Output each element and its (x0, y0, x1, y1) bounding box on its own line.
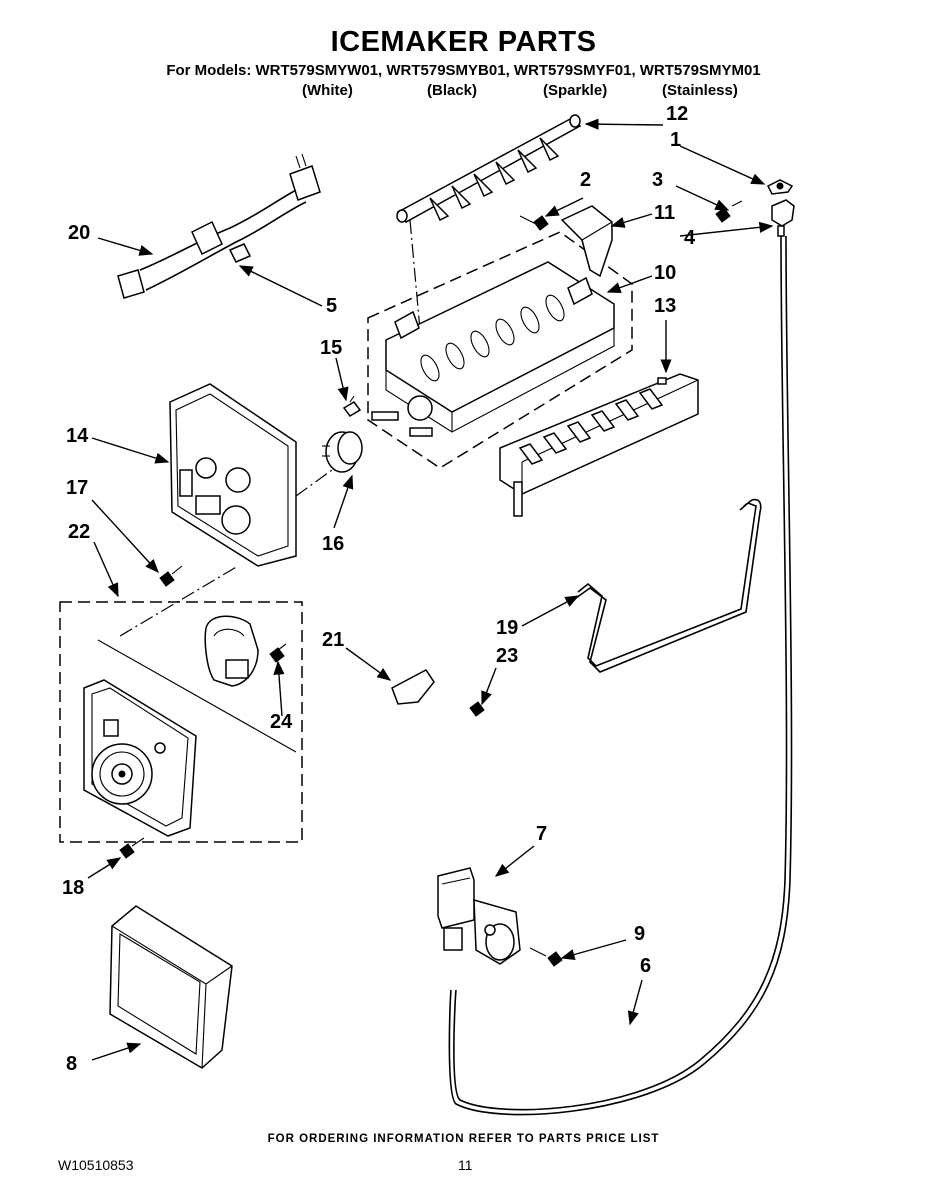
part-13-cover (499, 373, 699, 517)
variant-black: (Black) (427, 82, 478, 99)
callout-10: 10 (654, 262, 677, 284)
part-2-screw (519, 215, 549, 231)
part-19-fill-tube (575, 498, 762, 673)
callout-12: 12 (666, 103, 689, 125)
part-12-ejector (396, 114, 582, 331)
callout-15: 15 (320, 337, 343, 359)
part-23-screw (469, 701, 485, 717)
variant-white: (White) (302, 82, 353, 99)
callout-22: 22 (68, 521, 91, 543)
callout-17: 17 (66, 477, 89, 499)
callout-18: 18 (62, 877, 85, 899)
variant-sparkle: (Sparkle) (543, 82, 608, 99)
callout-13: 13 (654, 295, 677, 317)
module-motor (204, 615, 259, 687)
part-21-bracket (391, 669, 435, 705)
part-7-water-valve (437, 867, 521, 965)
callout-23: 23 (496, 645, 519, 667)
part-10-mold (367, 231, 633, 469)
part-14-housing (169, 383, 333, 567)
part-8-cover (109, 905, 233, 1069)
part-6-water-tube (448, 235, 793, 1116)
page-number: 11 (458, 1157, 473, 1173)
leader-lines (87, 118, 774, 1061)
variant-stainless: (Stainless) (662, 82, 738, 99)
callout-24: 24 (270, 711, 293, 733)
callout-1: 1 (670, 129, 682, 151)
callout-11: 11 (654, 202, 676, 224)
part-17-screw (159, 565, 183, 587)
callout-21: 21 (322, 629, 345, 651)
page-title: ICEMAKER PARTS (330, 26, 597, 58)
callout-8: 8 (66, 1053, 78, 1075)
callout-7: 7 (536, 823, 548, 845)
part-24-screw (269, 643, 287, 663)
part-9-screw (529, 947, 563, 967)
part-20-harness (117, 153, 321, 299)
callout-20: 20 (68, 222, 91, 244)
part-1-clamp (766, 179, 794, 195)
part-4-fill-cup (771, 199, 795, 237)
ordering-note: FOR ORDERING INFORMATION REFER TO PARTS … (267, 1133, 660, 1145)
model-list: For Models: WRT579SMYW01, WRT579SMYB01, … (166, 62, 761, 79)
part-15-clip (342, 395, 362, 417)
callout-4: 4 (684, 227, 696, 249)
callout-16: 16 (322, 533, 345, 555)
document-number: W10510853 (58, 1157, 134, 1173)
part-16-thermostat (322, 431, 363, 473)
part-11-bracket (560, 205, 613, 278)
part-18-screw (119, 837, 145, 859)
callout-9: 9 (634, 923, 646, 945)
callout-3: 3 (652, 169, 664, 191)
callout-6: 6 (640, 955, 652, 977)
callout-2: 2 (580, 169, 592, 191)
callout-19: 19 (496, 617, 519, 639)
callout-14: 14 (66, 425, 89, 447)
part-22-module (59, 565, 303, 843)
callout-5: 5 (326, 295, 338, 317)
part-3-screw (715, 200, 743, 223)
